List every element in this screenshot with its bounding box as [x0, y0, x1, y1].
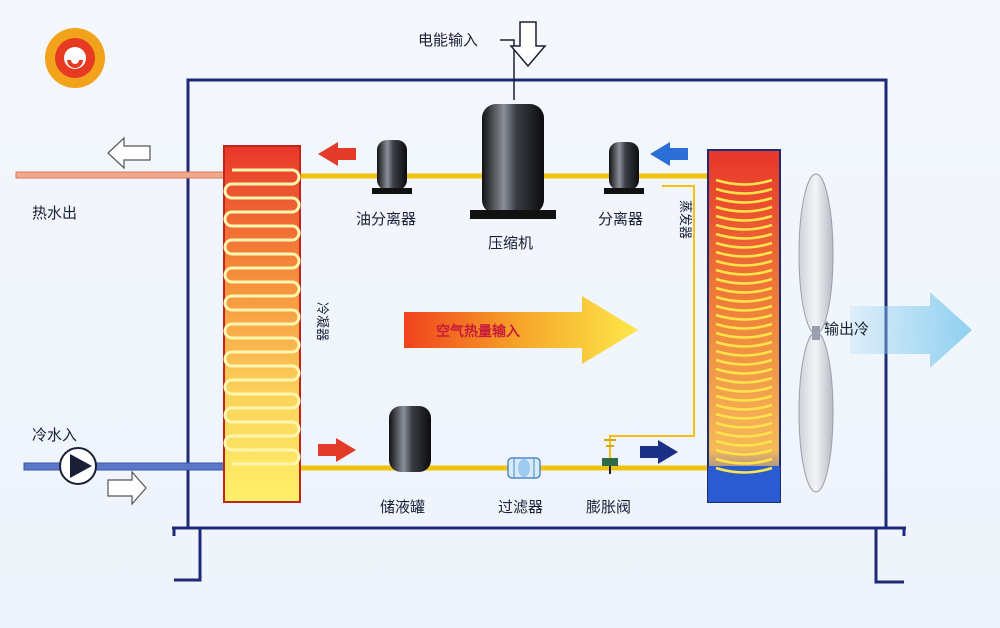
receiver-label: 储液罐: [380, 498, 425, 516]
compressor-label: 压缩机: [488, 234, 533, 252]
filter: 过滤器: [498, 457, 543, 516]
evaporator-label: 蒸发器: [677, 200, 693, 239]
hot-water-out-label: 热水出: [32, 204, 77, 222]
condenser: 冷凝器: [223, 145, 330, 503]
power-input-indicator: 电能输入: [418, 21, 547, 100]
cold-water-in-arrow: [107, 470, 147, 506]
cold-output-label: 输出冷: [824, 320, 869, 338]
flow-arrow-blue-top: [650, 142, 688, 166]
flow-arrow-red-top: [318, 142, 356, 166]
capillary-line: [609, 185, 695, 460]
separator-label: 分离器: [598, 210, 643, 228]
cold-output: 输出冷: [824, 292, 972, 368]
cold-output-arrow: [850, 292, 972, 368]
power-input-label: 电能输入: [418, 31, 478, 49]
air-heat-input-label: 空气热量输入: [436, 323, 520, 340]
cold-water-in-pipe: 冷水入: [23, 426, 225, 506]
evaporator-coil: [715, 178, 773, 474]
oil-separator: 油分离器: [356, 140, 416, 228]
water-pump-icon: [59, 447, 97, 485]
evaporator: [707, 149, 781, 503]
air-heat-input-arrow: [404, 296, 638, 364]
air-heat-input: 空气热量输入: [404, 296, 638, 364]
unit-frame: [172, 78, 906, 584]
separator: 分离器: [598, 142, 644, 228]
flow-arrow-red-bottom: [318, 438, 356, 462]
filter-label: 过滤器: [498, 498, 543, 516]
expansion-valve: 膨胀阀: [586, 439, 631, 516]
hot-water-out-pipe: 热水出: [15, 136, 225, 222]
hot-water-out-arrow: [107, 136, 151, 170]
compressor: 压缩机: [470, 104, 556, 252]
flow-arrow-navy-bottom: [640, 440, 678, 464]
fan-blade-icon: [798, 173, 834, 493]
oil-separator-label: 油分离器: [356, 210, 416, 228]
condenser-coil: [223, 168, 301, 466]
expansion-valve-label: 膨胀阀: [586, 498, 631, 516]
receiver: 储液罐: [380, 406, 431, 516]
condenser-label: 冷凝器: [314, 302, 330, 341]
company-logo: [45, 28, 105, 88]
cold-water-in-label: 冷水入: [32, 426, 77, 444]
power-input-arrow: [509, 21, 547, 68]
